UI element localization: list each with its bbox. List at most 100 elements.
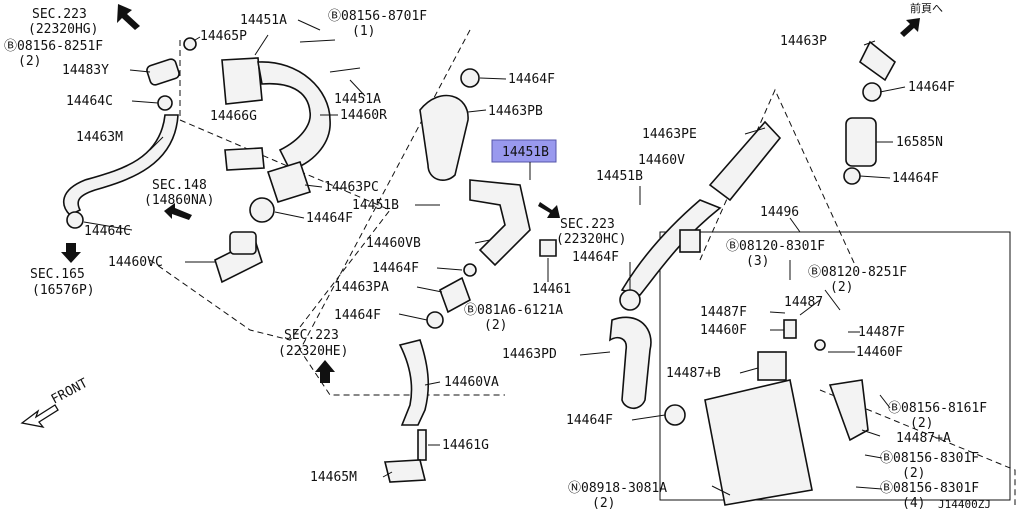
- label-sec223-hg-a: SEC.223: [32, 7, 87, 22]
- arrow-sec165: [61, 243, 81, 263]
- label-sec223-hc-a: SEC.223: [560, 217, 615, 232]
- part-clamp-14464f-c: [463, 263, 477, 277]
- part-clamp-14464f-f: [843, 167, 861, 185]
- label-p14496: 14496: [760, 205, 799, 220]
- label-sec148-b: (14860NA): [144, 193, 214, 208]
- label-sec223-he-b: (22320HE): [278, 344, 348, 359]
- label-b-08156-8161f: Ⓑ08156-8161F: [888, 401, 987, 416]
- part-hose-14463pa: [439, 276, 471, 314]
- part-gasket-14465m: [383, 459, 427, 483]
- label-p14464f-f: 14464F: [892, 171, 939, 186]
- label-b-08156-8301f-2: Ⓑ08156-8301F: [880, 481, 979, 496]
- label-p14487f-2: 14487F: [858, 325, 905, 340]
- arrow-front: [20, 404, 59, 428]
- label-p14460vc: 14460VC: [108, 255, 163, 270]
- label-p14460vb: 14460VB: [366, 236, 421, 251]
- part-bracket-14461: [539, 239, 557, 257]
- part-clamp-14464f-e: [862, 82, 882, 102]
- label-sec148-a: SEC.148: [152, 178, 207, 193]
- label-b-08120-8301f: Ⓑ08120-8301F: [726, 239, 825, 254]
- highlight-14451b: [491, 139, 557, 163]
- part-hose-14463pd: [609, 316, 652, 410]
- label-p14464f-a: 14464F: [306, 211, 353, 226]
- label-p14463pd: 14463PD: [502, 347, 557, 362]
- arrow-next-page: [900, 18, 920, 37]
- arrow-sec223-hg: [117, 4, 140, 30]
- part-thermostat-housing: [146, 37, 197, 86]
- label-p14464f-g: 14464F: [572, 250, 619, 265]
- label-p14451b-1: 14451B: [352, 198, 399, 213]
- label-p14464f-b: 14464F: [508, 72, 555, 87]
- label-p14451b-hl: 14451B: [502, 145, 549, 160]
- label-p14460va: 14460VA: [444, 375, 499, 390]
- label-next-page: 前頁へ: [910, 1, 943, 15]
- label-p14464f-c: 14464F: [372, 261, 419, 276]
- label-p14466g: 14466G: [210, 109, 257, 124]
- part-pipe-14460r: [257, 61, 331, 171]
- label-sec223-he-a: SEC.223: [284, 328, 339, 343]
- part-bracket-14487a: [828, 379, 869, 442]
- label-p14451b-2: 14451B: [596, 169, 643, 184]
- label-sec165-a: SEC.165: [30, 267, 85, 282]
- label-p14464c-2: 14464C: [84, 224, 131, 239]
- detail-box-14496: [659, 231, 1011, 501]
- arrow-sec148: [164, 203, 192, 220]
- part-bolt-14451a-1: [299, 39, 336, 43]
- label-b-08156-8301f-2-q: (4): [902, 496, 925, 511]
- part-clamp-14464f-a: [249, 197, 275, 223]
- label-sec223-hg-b: (22320HG): [28, 22, 98, 37]
- label-p14487f-1: 14487F: [700, 305, 747, 320]
- part-bolt-14451a-2: [329, 67, 361, 73]
- label-ref-code: J14400ZJ: [938, 498, 991, 511]
- label-b-08156-8161f-q: (2): [910, 416, 933, 431]
- part-hose-14463pe: [708, 120, 782, 202]
- label-p14487: 14487: [784, 295, 823, 310]
- label-b-08156-8701f: Ⓑ08156-8701F: [328, 9, 427, 24]
- label-p14463pb: 14463PB: [488, 104, 543, 119]
- dashed-boundary-left-group: [149, 40, 391, 341]
- label-front: FRONT: [49, 376, 91, 408]
- part-bracket-14496: [679, 229, 701, 253]
- part-clamp-14464c-1: [157, 95, 173, 111]
- label-p14463pe: 14463PE: [642, 127, 697, 142]
- arrow-sec223-he: [315, 360, 335, 383]
- label-p14464c-1: 14464C: [66, 94, 113, 109]
- dashed-boundary-right-group: [699, 88, 856, 266]
- label-p14460v: 14460V: [638, 153, 685, 168]
- label-p14463m: 14463M: [76, 130, 123, 145]
- part-clamp-14464f-h: [664, 404, 686, 426]
- label-b-08156-8701f-q: (1): [352, 24, 375, 39]
- label-p14461g: 14461G: [442, 438, 489, 453]
- label-p14483y: 14483Y: [62, 63, 109, 78]
- label-p14463pa: 14463PA: [334, 280, 389, 295]
- label-p14487a: 14487+A: [896, 431, 951, 446]
- label-b-08156-8251f: Ⓑ08156-8251F: [4, 39, 103, 54]
- label-p14451a-1: 14451A: [240, 13, 287, 28]
- label-n-08918-3081a: Ⓝ08918-3081A: [568, 481, 667, 496]
- label-p14460r: 14460R: [340, 108, 387, 123]
- label-p14465m: 14465M: [310, 470, 357, 485]
- part-intercooler: [704, 379, 813, 506]
- part-clamp-14464c-2: [66, 211, 84, 229]
- label-b-08120-8251f: Ⓑ08120-8251F: [808, 265, 907, 280]
- label-p14464f-e: 14464F: [908, 80, 955, 95]
- part-flange-14460vc: [229, 231, 257, 255]
- part-gasket-14466g: [224, 147, 265, 171]
- part-resonator-16585n: [845, 117, 877, 167]
- label-p16585n: 16585N: [896, 135, 943, 150]
- part-pipe-14460va: [398, 339, 430, 426]
- part-clamp-14464f-b: [460, 68, 480, 88]
- part-clamp-14464f-d: [426, 311, 444, 329]
- label-p14463pc: 14463PC: [324, 180, 379, 195]
- part-hose-14463m: [62, 114, 179, 216]
- label-n-08918-3081a-q: (2): [592, 496, 615, 511]
- part-bushing-14460f-2: [814, 339, 826, 351]
- label-sec165-b: (16576P): [32, 283, 95, 298]
- label-p14463p: 14463P: [780, 34, 827, 49]
- label-p14464f-h: 14464F: [566, 413, 613, 428]
- label-b-08156-8301f-1: Ⓑ08156-8301F: [880, 451, 979, 466]
- part-bracket-14487b: [757, 351, 787, 381]
- part-clamp-14464f-g: [619, 289, 641, 311]
- arrow-sec223-hc: [538, 202, 560, 218]
